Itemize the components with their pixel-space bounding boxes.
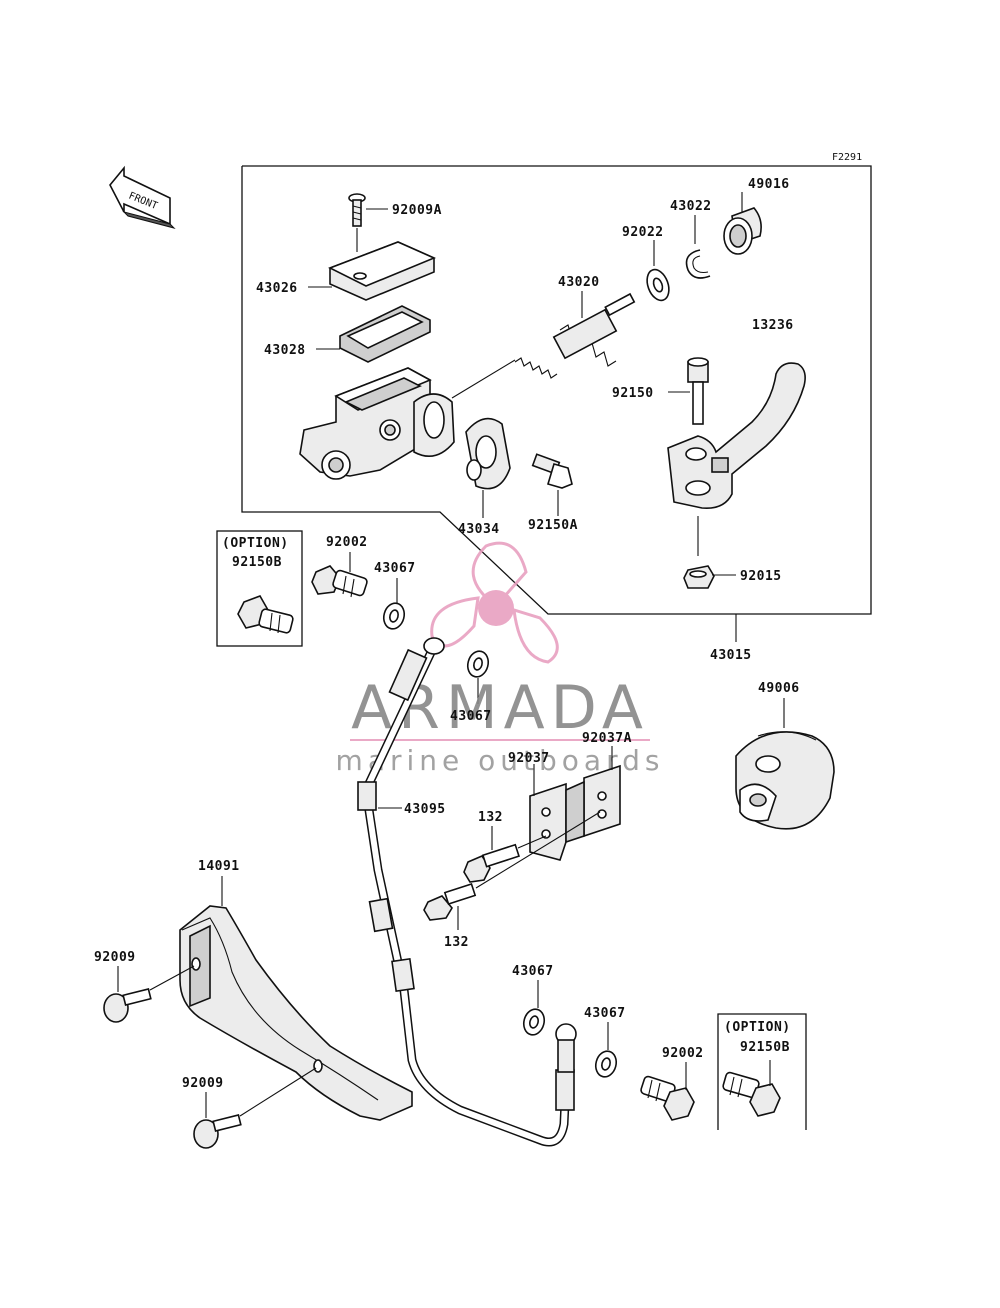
- washer-43067-c-icon: [522, 1008, 546, 1036]
- switch-housing-49006-icon: [735, 731, 835, 830]
- label-92037a: 92037A: [582, 731, 632, 746]
- label-43067-a: 43067: [374, 561, 416, 576]
- bolt-92150b-bottom-icon: [722, 1071, 781, 1117]
- label-13236: 13236: [752, 318, 794, 333]
- label-43028: 43028: [264, 343, 306, 358]
- label-option-top: (OPTION): [222, 536, 289, 551]
- label-92009-b: 92009: [182, 1076, 224, 1091]
- piston-spring-43020-icon: [514, 292, 636, 379]
- label-49006: 49006: [758, 681, 800, 696]
- label-132-b: 132: [444, 935, 469, 950]
- label-14091: 14091: [198, 859, 240, 874]
- bolt-92150b-top-icon: [237, 595, 294, 634]
- label-92037: 92037: [508, 751, 550, 766]
- label-43015: 43015: [710, 648, 752, 663]
- front-arrow-icon: FRONT: [109, 165, 176, 229]
- washer-43067-a-icon: [382, 602, 406, 630]
- label-43067-b: 43067: [450, 709, 492, 724]
- clamp-43034-icon: [465, 417, 511, 490]
- label-43022: 43022: [670, 199, 712, 214]
- propeller-hub-icon: [478, 590, 514, 626]
- option-box-bottom: [717, 1013, 807, 1130]
- circlip-43022-icon: [685, 249, 711, 279]
- reservoir-cap-43026-icon: [328, 241, 437, 301]
- washer-92022-icon: [646, 268, 670, 302]
- banjo-bolt-92002-top-icon: [311, 565, 368, 598]
- bolt-92150a-icon: [531, 453, 573, 489]
- label-92022: 92022: [622, 225, 664, 240]
- label-option-bottom: (OPTION): [724, 1020, 791, 1035]
- label-92150b-bottom: 92150B: [740, 1040, 790, 1055]
- washer-43067-b-icon: [466, 650, 490, 678]
- assembly-frame-43015: [241, 165, 872, 615]
- label-43020: 43020: [558, 275, 600, 290]
- option-box-top: [216, 530, 303, 647]
- bolt-132-a-icon: [463, 843, 520, 883]
- label-92002-bottom: 92002: [662, 1046, 704, 1061]
- label-43095: 43095: [404, 802, 446, 817]
- label-43026: 43026: [256, 281, 298, 296]
- nut-92015-icon: [683, 565, 715, 589]
- label-92150: 92150: [612, 386, 654, 401]
- bolt-92009-a-icon: [103, 988, 152, 1023]
- label-92015: 92015: [740, 569, 782, 584]
- brake-hose-43095-icon: [357, 637, 577, 1147]
- figure-code: F2291: [832, 152, 862, 163]
- label-92009a: 92009A: [392, 203, 442, 218]
- label-92150a: 92150A: [528, 518, 578, 533]
- label-132-a: 132: [478, 810, 503, 825]
- pivot-bolt-92150-icon: [687, 357, 709, 425]
- label-43034: 43034: [458, 522, 500, 537]
- propeller-logo-icon: [430, 541, 559, 664]
- label-43067-d: 43067: [584, 1006, 626, 1021]
- diaphragm-43028-icon: [339, 305, 431, 363]
- lever-13236-icon: [667, 362, 806, 510]
- guard-14091-icon: [179, 905, 413, 1121]
- label-49016: 49016: [748, 177, 790, 192]
- bolt-92009-b-icon: [193, 1114, 242, 1149]
- label-92002-top: 92002: [326, 535, 368, 550]
- master-cylinder-body-icon: [299, 367, 455, 480]
- label-92009-a: 92009: [94, 950, 136, 965]
- boot-49016-icon: [723, 207, 762, 255]
- bolt-132-b-icon: [423, 882, 477, 921]
- bracket-92037a-icon: [565, 764, 621, 844]
- washer-43067-d-icon: [594, 1050, 618, 1078]
- label-92150b-top: 92150B: [232, 555, 282, 570]
- label-43067-c: 43067: [512, 964, 554, 979]
- bracket-92037-icon: [529, 782, 567, 861]
- screw-92009a-icon: [348, 193, 366, 227]
